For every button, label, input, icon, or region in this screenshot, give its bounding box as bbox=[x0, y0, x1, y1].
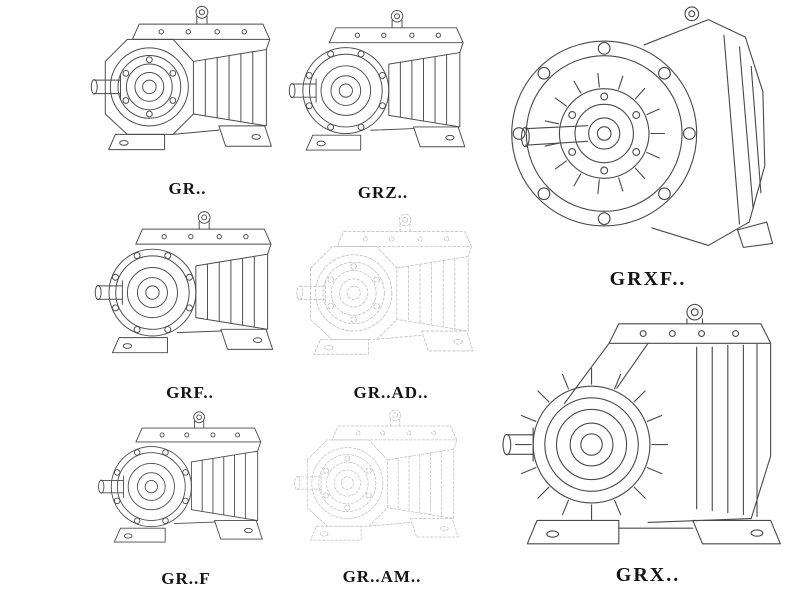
gearbox-figure-grf: GRF.. bbox=[94, 206, 286, 408]
iso-gearbox-ghost-illustration bbox=[288, 406, 476, 564]
gearbox-label: GR.. bbox=[168, 179, 207, 198]
gearbox-figure-gr-f: GR..F bbox=[90, 408, 282, 594]
iso-gearbox-flanged-illustration bbox=[90, 408, 282, 566]
gearbox-figure-gr: GR.. bbox=[90, 2, 285, 204]
iso-gearbox-illustration bbox=[90, 2, 285, 176]
gearbox-label: GRZ.. bbox=[357, 183, 409, 202]
gearbox-label: GRX.. bbox=[615, 564, 681, 586]
gearbox-figure-grx: GRX.. bbox=[502, 294, 794, 592]
gearbox-figure-gr-ad: GR..AD.. bbox=[292, 210, 490, 408]
gearbox-figure-gr-am: GR..AM.. bbox=[288, 406, 476, 592]
gearbox-label: GRXF.. bbox=[609, 268, 687, 290]
iso-gearbox-flanged-illustration bbox=[288, 2, 478, 180]
iso-gearbox-flanged-illustration bbox=[94, 206, 286, 380]
iso-gearbox-large-illustration bbox=[502, 294, 794, 561]
flange-front-gearbox-illustration bbox=[502, 2, 794, 265]
gearbox-label: GR..AM.. bbox=[342, 567, 422, 586]
gearbox-label: GRF.. bbox=[166, 383, 214, 402]
gearbox-figure-grxf: GRXF.. bbox=[502, 2, 794, 296]
gearbox-label: GR..F bbox=[161, 569, 211, 588]
iso-gearbox-ghost-illustration bbox=[292, 210, 490, 380]
gearbox-figure-grz: GRZ.. bbox=[288, 2, 478, 208]
gearbox-label: GR..AD.. bbox=[353, 383, 429, 402]
